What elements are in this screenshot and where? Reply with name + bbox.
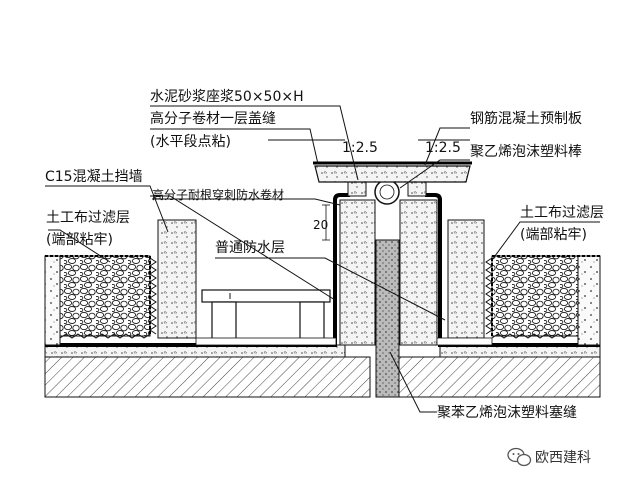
structure xyxy=(44,161,601,398)
drainage-board-bottom-right xyxy=(491,333,571,339)
label-mortar-bed: 水泥砂浆座浆50×50×H xyxy=(150,89,304,105)
base-slab-left xyxy=(44,356,371,398)
drainage-board-right xyxy=(485,257,493,335)
waterproof-membrane-right xyxy=(425,193,600,347)
waterproof-membrane-left xyxy=(45,193,350,347)
label-geo-right-1: 土工布过滤层 xyxy=(520,205,604,221)
precast-cover-slab xyxy=(314,165,471,183)
drainage-board-left xyxy=(149,257,157,335)
curb-left xyxy=(339,199,376,346)
label-ordinary-wp: 普通防水层 xyxy=(215,240,285,256)
base-slab-right xyxy=(394,356,601,398)
label-geo-left-1: 土工布过滤层 xyxy=(46,210,130,226)
soil-right xyxy=(577,255,601,346)
pe-foam-rod-core xyxy=(379,184,395,200)
leader-lines xyxy=(45,105,600,413)
label-geo-left-2: (端部粘牢) xyxy=(46,232,113,248)
label-precast-slab: 钢筋混凝土预制板 xyxy=(470,110,582,127)
labels: 水泥砂浆座浆50×50×H 高分子卷材一层盖缝 (水平段点粘) 钢筋混凝土预制板… xyxy=(45,89,604,421)
pe-foam-rod xyxy=(374,179,400,205)
surface-layer-right xyxy=(436,337,493,346)
label-pe-foam-rod: 聚乙烯泡沫塑料棒 xyxy=(470,144,582,160)
label-polymer-cover-2: (水平段点粘) xyxy=(150,134,231,150)
label-dim-20: 20 xyxy=(313,218,328,232)
joint-foam-fill xyxy=(375,239,400,398)
curb-right xyxy=(399,199,438,346)
retaining-wall-right xyxy=(447,219,485,339)
surface-layer-left xyxy=(195,337,337,346)
label-geo-right-2: (端部粘牢) xyxy=(520,227,587,243)
soil-left xyxy=(44,255,61,346)
watermark-text: 欧西建科 xyxy=(535,450,591,466)
label-ratio-right: 1:2.5 xyxy=(425,140,461,156)
label-root-resist: 高分子耐根穿刺防水卷材 xyxy=(152,187,284,202)
label-ratio-left: 1:2.5 xyxy=(342,140,378,156)
watermark: 欧西建科 xyxy=(507,447,591,467)
label-polymer-cover-1: 高分子卷材一层盖缝 xyxy=(150,110,276,127)
gravel-right xyxy=(491,255,579,337)
c15-retaining-wall xyxy=(157,219,197,339)
gravel-left xyxy=(59,255,151,337)
geotextile-left xyxy=(45,255,151,336)
wechat-icon xyxy=(507,447,532,467)
drainage-board-bottom-left xyxy=(59,333,151,339)
label-ps-foam-fill: 聚苯乙烯泡沫塑料塞缝 xyxy=(437,404,577,421)
label-c15-wall: C15混凝土挡墙 xyxy=(45,169,143,185)
geotextile-right xyxy=(491,255,600,336)
walkway-deck xyxy=(201,289,331,343)
